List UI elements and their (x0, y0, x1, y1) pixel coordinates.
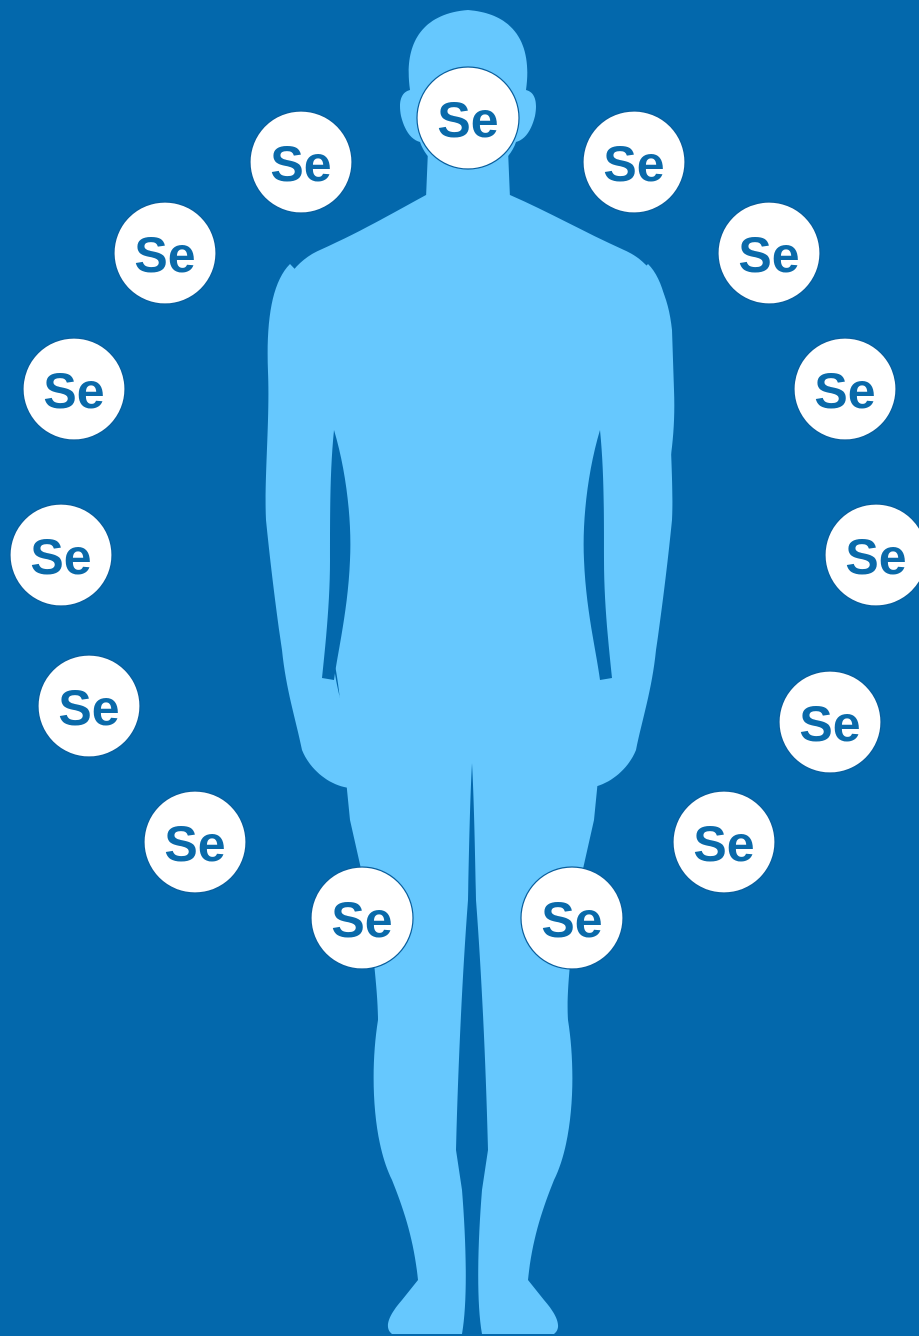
se-badge-orbit-right-4: Se (825, 504, 919, 606)
se-badge-label: Se (693, 816, 754, 872)
se-badge-label: Se (845, 529, 906, 585)
se-badge-label: Se (270, 136, 331, 192)
se-badge-label: Se (541, 892, 602, 948)
se-badge-left-knee: Se (311, 867, 413, 969)
se-badge-label: Se (43, 363, 104, 419)
se-badge-label: Se (603, 136, 664, 192)
se-badge-label: Se (30, 529, 91, 585)
se-badge-orbit-left-3: Se (23, 338, 125, 440)
se-badge-label: Se (799, 696, 860, 752)
se-badge-label: Se (814, 363, 875, 419)
se-badge-orbit-right-5: Se (779, 671, 881, 773)
se-badge-label: Se (134, 227, 195, 283)
se-badge-label: Se (58, 680, 119, 736)
se-badge-label: Se (437, 92, 498, 148)
se-badge-label: Se (331, 892, 392, 948)
se-badge-orbit-left-6: Se (144, 791, 246, 893)
se-badge-orbit-right-2: Se (718, 202, 820, 304)
se-badge-orbit-right-3: Se (794, 338, 896, 440)
se-badge-orbit-left-4: Se (10, 504, 112, 606)
se-badge-head: Se (417, 67, 519, 169)
se-badge-orbit-left-2: Se (114, 202, 216, 304)
se-badge-right-knee: Se (521, 867, 623, 969)
se-badge-orbit-left-1: Se (250, 111, 352, 213)
se-badge-orbit-left-5: Se (38, 655, 140, 757)
se-badge-label: Se (738, 227, 799, 283)
se-badge-label: Se (164, 816, 225, 872)
se-badge-orbit-right-1: Se (583, 111, 685, 213)
se-badge-orbit-right-6: Se (673, 791, 775, 893)
